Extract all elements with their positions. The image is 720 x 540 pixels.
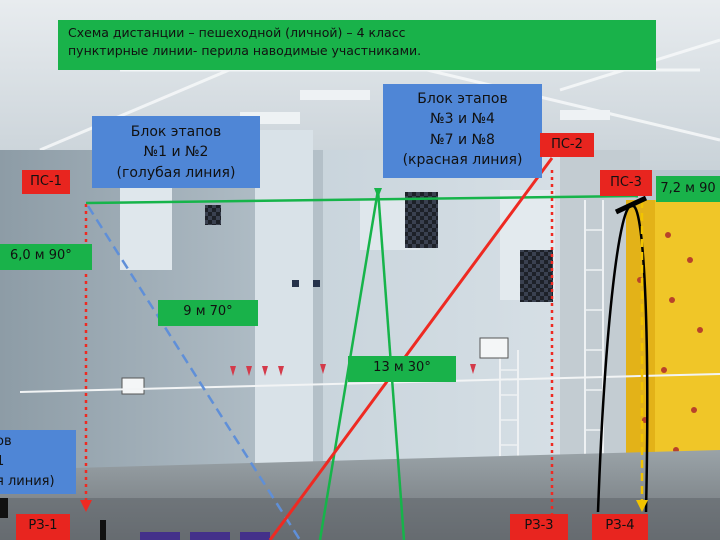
block-partial-line-2: 1	[0, 454, 5, 470]
point-ps-3: ПС-3	[600, 170, 652, 196]
stage-block-1-2: Блок этапов №1 и №2 (голубая линия)	[92, 116, 260, 188]
point-rz-3: РЗ-3	[510, 514, 568, 540]
point-rz-4: РЗ-4	[592, 514, 648, 540]
diagram-title: Схема дистанции – пешеходной (личной) – …	[58, 20, 656, 70]
title-line-1: Схема дистанции – пешеходной (личной) – …	[68, 25, 406, 40]
block-3-4-line-1: Блок этапов	[417, 91, 508, 107]
distance-label-9m: 9 м 70°	[158, 300, 258, 326]
point-rz-1: РЗ-1	[16, 514, 70, 540]
stage-block-partial: ов 1 я линия)	[0, 430, 76, 494]
block-1-2-line-3: (голубая линия)	[116, 164, 236, 181]
distance-label-13m: 13 м 30°	[348, 356, 456, 382]
point-ps-2: ПС-2	[540, 133, 594, 157]
block-1-2-line-2: №1 и №2	[143, 144, 209, 161]
block-1-2-line-1: Блок этапов	[130, 124, 222, 140]
block-3-4-line-2: №3 и №4	[430, 111, 495, 128]
distance-label-7-2m: 7,2 м 90	[656, 176, 720, 202]
title-line-2: пунктирные линии- перила наводимые участ…	[68, 42, 422, 58]
block-3-4-line-4: (красная линия)	[402, 151, 523, 168]
stage-block-3-4-7-8: Блок этапов №3 и №4 №7 и №8 (красная лин…	[383, 84, 542, 178]
block-3-4-line-3: №7 и №8	[430, 131, 495, 148]
distance-label-6m: 6,0 м 90°	[0, 244, 92, 270]
block-partial-line-1: ов	[0, 434, 12, 449]
block-partial-line-3: я линия)	[0, 474, 55, 490]
point-ps-1: ПС-1	[22, 170, 70, 194]
